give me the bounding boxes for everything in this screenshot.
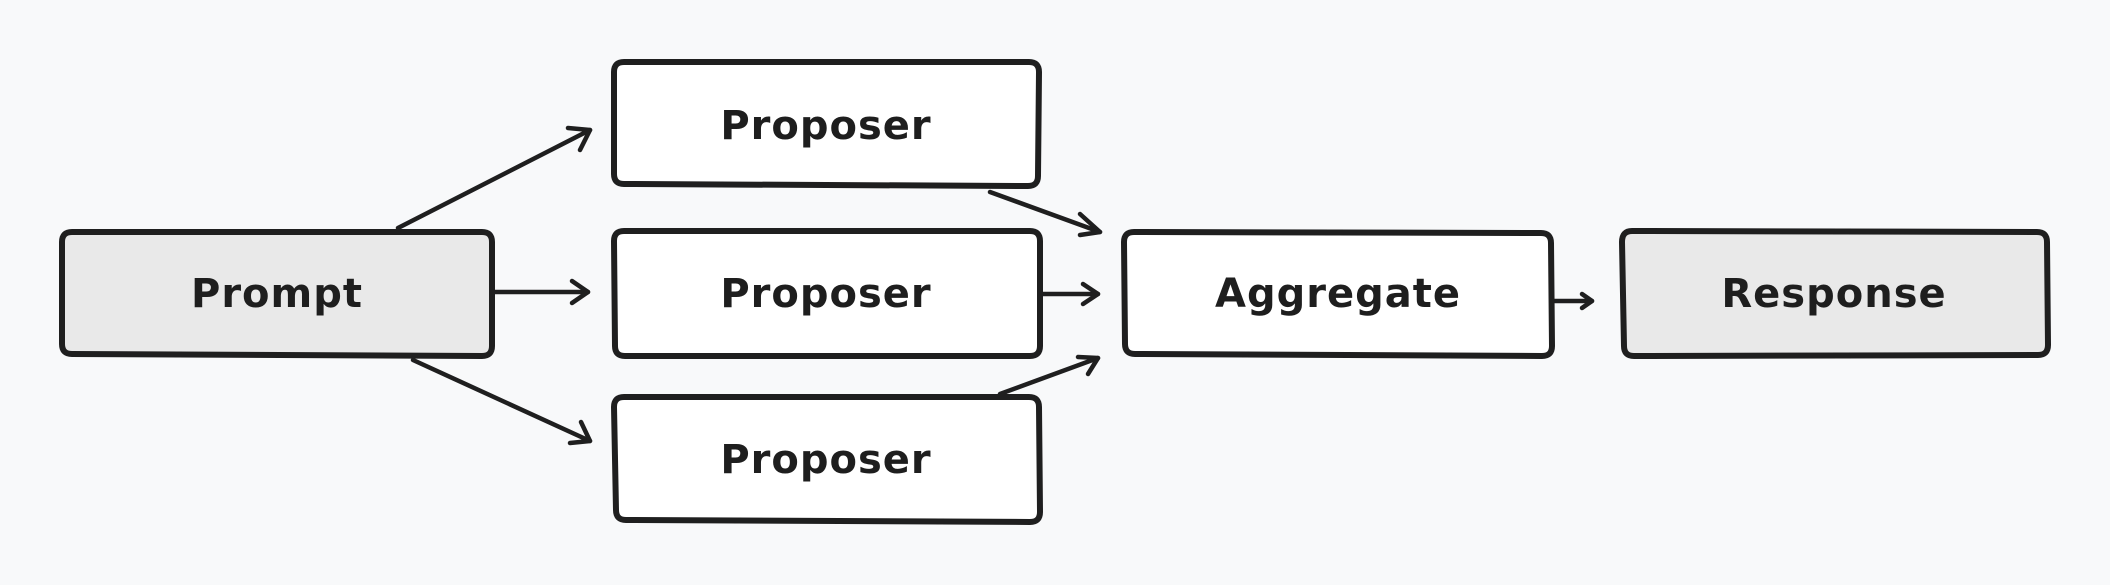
proposer-3-label: Proposer: [720, 437, 931, 483]
aggregate-box: [1121, 229, 1555, 359]
edge-proposer-3-to-aggregate: [997, 354, 1101, 397]
edge-prompt-to-proposer-2: [490, 278, 591, 306]
proposer-3-box: [611, 394, 1043, 525]
edge-prompt-to-proposer-3: [410, 357, 593, 446]
node-prompt: Prompt: [59, 229, 495, 359]
prompt-label: Prompt: [191, 271, 363, 317]
edges: [395, 125, 1595, 446]
edge-proposer-2-to-aggregate: [1040, 281, 1101, 307]
response-label: Response: [1721, 271, 1946, 317]
proposer-1-label: Proposer: [720, 103, 931, 149]
prompt-box: [59, 229, 495, 359]
edge-proposer-1-to-aggregate: [987, 189, 1103, 238]
aggregate-label: Aggregate: [1215, 271, 1461, 317]
proposer-1-box: [611, 59, 1042, 189]
proposer-2-box: [611, 228, 1043, 359]
node-proposer-1: Proposer: [611, 59, 1042, 189]
node-aggregate: Aggregate: [1121, 229, 1555, 359]
edge-prompt-to-proposer-1: [395, 125, 593, 231]
node-proposer-3: Proposer: [611, 394, 1043, 525]
node-proposer-2: Proposer: [611, 228, 1043, 359]
proposer-2-label: Proposer: [720, 271, 931, 317]
node-response: Response: [1619, 228, 2051, 359]
response-box: [1619, 228, 2051, 359]
edge-aggregate-to-response: [1550, 291, 1595, 311]
